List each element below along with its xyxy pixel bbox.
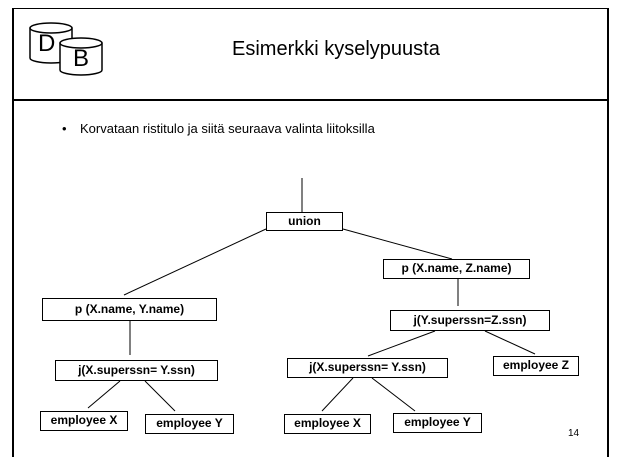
logo-letter-b: B	[73, 45, 90, 72]
slide-frame	[12, 8, 609, 457]
title-divider	[12, 99, 609, 101]
projection-node-right: p (X.name, Z.name)	[383, 259, 530, 279]
employee-z-node: employee Z	[493, 356, 579, 376]
employee-y-node-right: employee Y	[393, 413, 482, 433]
employee-x-node-left: employee X	[40, 411, 128, 431]
edge-join-left-emp-x	[87, 380, 121, 409]
edge-union-proj-left	[123, 228, 267, 296]
union-node: union	[266, 212, 343, 231]
projection-node-left: p (X.name, Y.name)	[42, 298, 217, 321]
edge-join-right-emp-z	[484, 330, 536, 355]
database-cylinders-icon	[29, 22, 103, 76]
edge-join-bottom-emp-y	[371, 377, 416, 412]
edge-join-bottom-emp-x	[321, 377, 354, 412]
edge-join-left-emp-y	[144, 380, 176, 412]
db-logo: D B	[28, 18, 128, 76]
page-number: 14	[568, 428, 580, 439]
edge-join-right-join-bottom	[367, 330, 436, 357]
employee-x-node-right: employee X	[284, 414, 371, 434]
join-node-right-top: j(Y.superssn=Z.ssn)	[390, 310, 550, 331]
bullet-mark: •	[62, 121, 67, 136]
edge-union-proj-right	[342, 228, 453, 260]
join-node-right-bottom: j(X.superssn= Y.ssn)	[287, 358, 448, 378]
logo-letter-d: D	[38, 30, 56, 57]
join-node-left: j(X.superssn= Y.ssn)	[55, 360, 218, 381]
slide-title: Esimerkki kyselypuusta	[232, 38, 440, 60]
bullet-item: • Korvataan ristitulo ja siitä seuraava v…	[62, 121, 375, 136]
bullet-text: Korvataan ristitulo ja siitä seuraava va…	[80, 121, 375, 136]
employee-y-node-left: employee Y	[145, 414, 234, 434]
